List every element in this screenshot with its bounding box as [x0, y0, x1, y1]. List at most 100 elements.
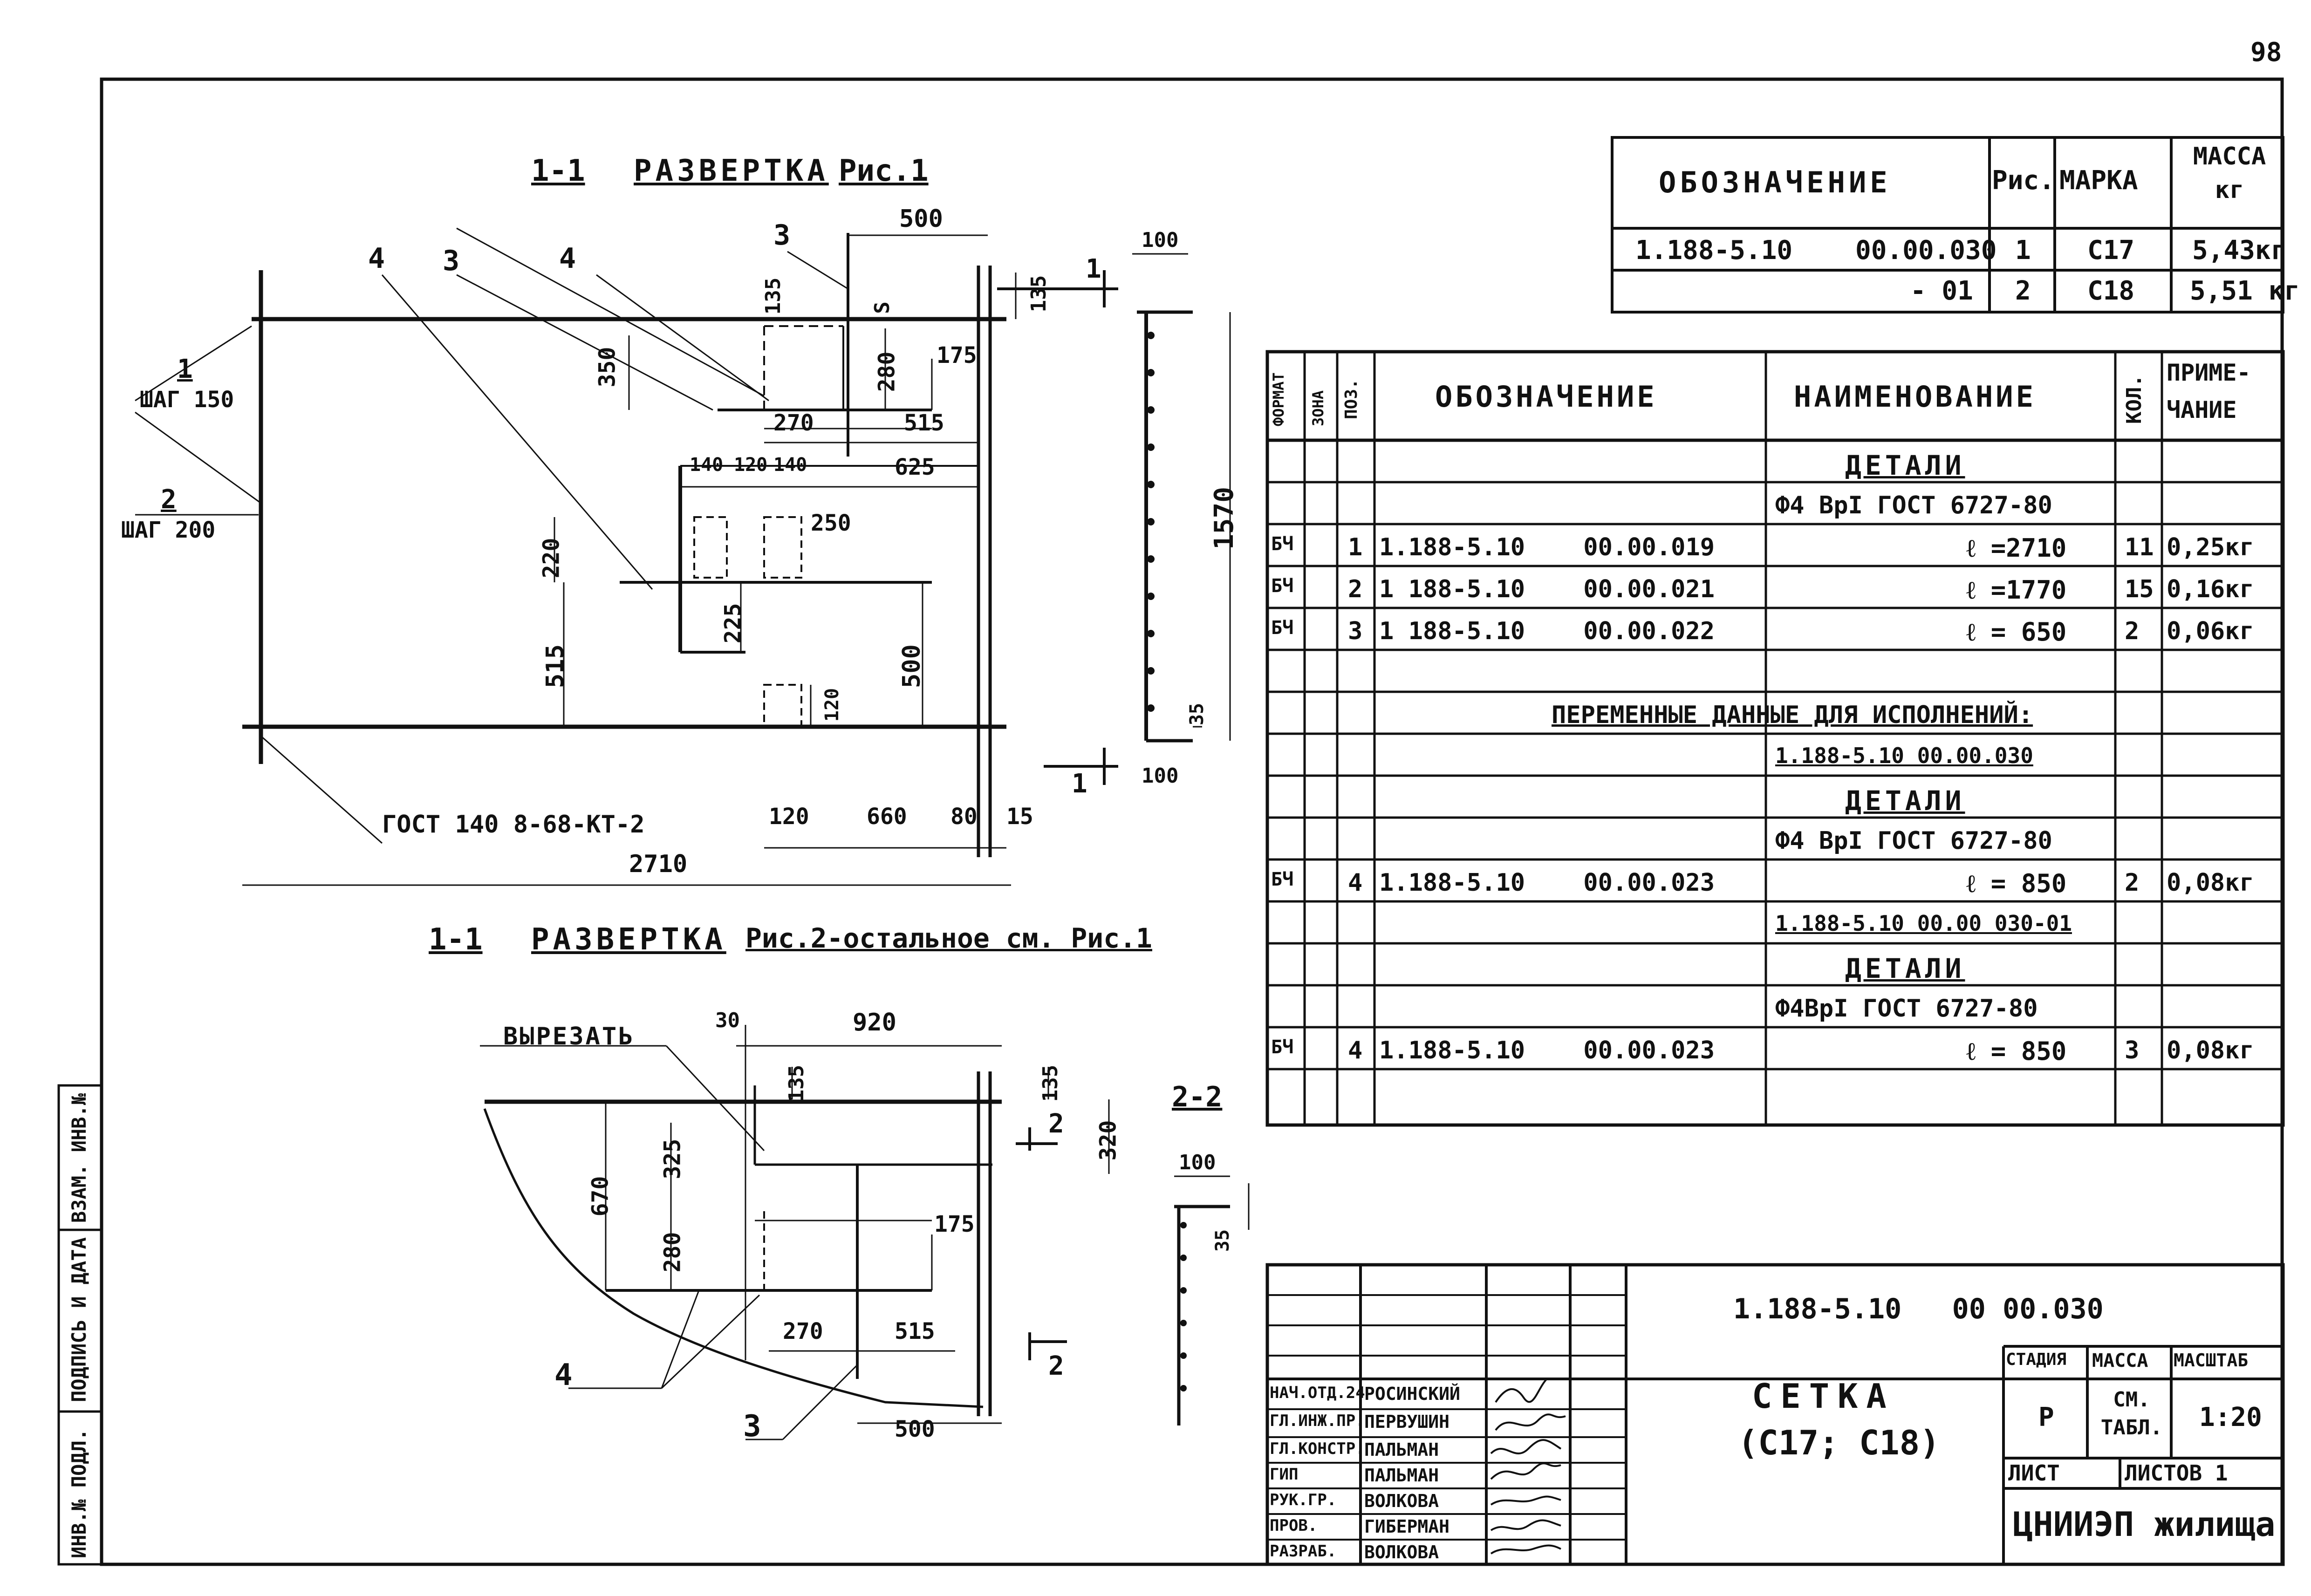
dim-80: 80 [950, 804, 978, 830]
dim2-30: 30 [715, 1009, 740, 1032]
stage-value: Р [2038, 1402, 2054, 1432]
dim-270: 270 [773, 410, 814, 436]
dim-s: S [870, 301, 894, 314]
spec-cell: Ф4 ВрI ГОСТ 6727-80 [1775, 491, 2052, 519]
doc-code: 1.188-5.10 00 00.030 [1733, 1293, 2104, 1325]
dim2-515: 515 [895, 1318, 935, 1344]
spec-cell: Ф4 ВрI ГОСТ 6727-80 [1775, 827, 2052, 855]
mass-row1-mass: 5,43кг [2192, 235, 2287, 266]
spec-cell: 0,06кг [2167, 617, 2254, 645]
spec-cell: 0,25кг [2167, 533, 2254, 561]
spec-col-name: НАИМЕНОВАНИЕ [1794, 380, 2036, 414]
signer-name: ПАЛЬМАН [1364, 1465, 1439, 1486]
mass-row1-mark: С17 [2087, 235, 2135, 266]
stamp-inv-orig: ИНВ.№ ПОДЛ. [68, 1428, 90, 1558]
pos2-step: ШАГ 200 [121, 517, 216, 543]
cut-label: ВЫРЕЗАТЬ [503, 1023, 635, 1050]
dim-625: 625 [895, 454, 935, 480]
mass-row1-designation: 1.188-5.10 00.00.030 [1635, 235, 1997, 266]
callout-4a: 4 [368, 242, 385, 275]
signer-name: РОСИНСКИЙ [1364, 1384, 1460, 1404]
dim2-35: 35 [1212, 1229, 1234, 1252]
signer-role: ГИП [1270, 1465, 1299, 1484]
dim2-135a: 135 [785, 1064, 809, 1102]
callout2-4: 4 [554, 1358, 573, 1392]
mass-table-grid [1611, 136, 2284, 314]
dim2-270: 270 [783, 1318, 823, 1344]
spec-col-qty: КОЛ. [2122, 375, 2146, 424]
mass-col-mass: МАССА кг [2193, 143, 2266, 204]
spec-cell: 1 [1348, 533, 1363, 561]
section-2-2: 2-2 [1172, 1081, 1223, 1113]
spec-cell: 1.188-5.10 00.00.030 [1775, 743, 2033, 768]
section-mark-top: 1 [1086, 254, 1101, 284]
title-block-grid [1265, 1263, 2285, 1566]
spec-cell: Ф4ВрI ГОСТ 6727-80 [1775, 995, 2038, 1023]
spec-cell: 1.188-5.10 00.00.023 [1379, 1037, 1715, 1064]
dim-225: 225 [720, 603, 746, 644]
sheet-label: ЛИСТ [2008, 1460, 2060, 1486]
dim-135: 135 [761, 277, 786, 315]
dim2-175: 175 [934, 1211, 975, 1237]
spec-cell: 2 [2125, 869, 2140, 897]
mass-header: МАССА [2092, 1350, 2148, 1371]
fig2-section-label: 1-1 [429, 922, 483, 957]
spec-cell: 1.188-5.10 00.00.019 [1379, 533, 1715, 561]
dim-120c: 120 [769, 804, 809, 830]
spec-cell: 2 [2125, 617, 2140, 645]
spec-cell: 15 [2125, 575, 2154, 603]
spec-col-zone: ЗОНА [1309, 390, 1327, 426]
fig1-title: РАЗВЕРТКА [634, 154, 829, 188]
pos1-label: 1 [177, 354, 193, 384]
spec-col-designation: ОБОЗНАЧЕНИЕ [1435, 380, 1657, 414]
signatures [1490, 1378, 1566, 1555]
spec-cell: ℓ =2710 [1966, 533, 2067, 563]
signer-role: ГЛ.ИНЖ.ПР. [1270, 1412, 1365, 1430]
dim-15: 15 [1006, 804, 1033, 830]
signer-name: ПАЛЬМАН [1364, 1439, 1439, 1460]
spec-cell: БЧ [1271, 533, 1294, 555]
spec-cell: 4 [1348, 869, 1363, 897]
signer-role: НАЧ.ОТД.24 [1270, 1384, 1365, 1402]
spec-cell: 1.188-5.10 00.00 030-01 [1775, 911, 2072, 936]
section-mark-bottom: 1 [1072, 769, 1087, 799]
dim-350: 350 [594, 347, 621, 388]
callout-4b: 4 [559, 242, 576, 275]
spec-cell: ДЕТАЛИ [1845, 953, 1965, 984]
callout2-3: 3 [743, 1409, 761, 1444]
spec-cell: ℓ = 650 [1966, 617, 2067, 647]
dim2-320: 320 [1095, 1120, 1121, 1161]
spec-cell: 1 188-5.10 00.00.022 [1379, 617, 1715, 645]
figure-2-geometry [480, 1025, 1250, 1440]
dim-100-top: 100 [1142, 228, 1179, 252]
spec-cell: БЧ [1271, 617, 1294, 639]
dim2-280: 280 [659, 1232, 686, 1273]
fig1-section-label: 1-1 [531, 154, 585, 188]
spec-col-note: ПРИМЕ-ЧАНИЕ [2167, 359, 2251, 423]
spec-cell: ℓ = 850 [1966, 869, 2067, 898]
dim-515: 515 [904, 410, 944, 436]
spec-cell: БЧ [1271, 575, 1294, 597]
product-name: СЕТКА [1752, 1377, 1895, 1416]
spec-col-format: ФОРМАТ [1270, 372, 1287, 426]
dim-2710: 2710 [629, 850, 688, 878]
spec-cell: 3 [1348, 617, 1363, 645]
dim2-325: 325 [659, 1139, 686, 1180]
gost-label: ГОСТ 140 8-68-КТ-2 [382, 811, 645, 839]
dim-500b: 500 [897, 644, 926, 688]
mass-col-designation: ОБОЗНАЧЕНИЕ [1659, 165, 1891, 199]
dim2-670: 670 [587, 1176, 614, 1217]
dim-35: 35 [1186, 703, 1208, 726]
sheets-label: ЛИСТОВ 1 [2125, 1460, 2228, 1486]
signer-role: РАЗРАБ. [1270, 1542, 1337, 1561]
signer-name: ГИБЕРМАН [1364, 1516, 1450, 1537]
page-number: 98 [2250, 37, 2282, 68]
spec-cell: 4 [1348, 1037, 1363, 1064]
spec-cell: 0,08кг [2167, 869, 2254, 897]
mass-row2-mark: С18 [2087, 276, 2135, 306]
signer-role: РУК.ГР. [1270, 1491, 1337, 1509]
organization: ЦНИИЭП жилища [2013, 1505, 2276, 1544]
mass-row2-fig: 2 [2015, 276, 2031, 306]
dim-1570: 1570 [1209, 487, 1239, 550]
